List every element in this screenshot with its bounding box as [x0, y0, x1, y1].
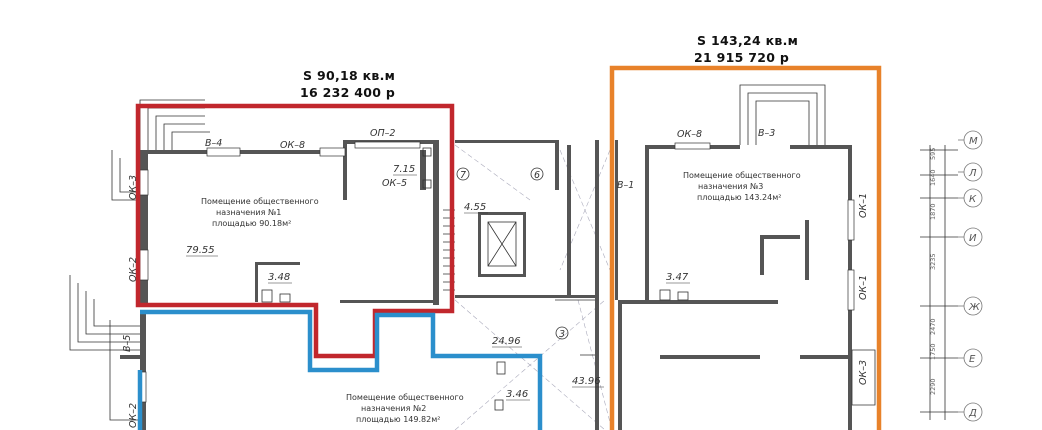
room-number-7: 7	[460, 170, 466, 181]
premise-3-area-caption: S 143,24 кв.м	[697, 33, 799, 48]
premise-1-area-caption: S 90,18 кв.м	[303, 68, 396, 83]
area-79-55: 79.55	[186, 245, 215, 256]
premise-3-price-caption: 21 915 720 р	[694, 50, 790, 65]
axis-label-0: М	[969, 136, 978, 147]
premise-2-title-line2: назначения №2	[361, 404, 426, 413]
dimension-label-1: 1640	[929, 169, 937, 186]
area-3-46: 3.46	[506, 389, 528, 400]
area-43-96: 43.96	[572, 376, 601, 387]
tag-ok3-left: ОК–3	[128, 175, 139, 200]
premise-3-title-line3: площадью 143.24м²	[697, 193, 781, 202]
area-24-96: 24.96	[492, 336, 521, 347]
premise-2-title-line3: площадью 149.82м²	[356, 415, 440, 424]
tag-ok1-upper: ОК–1	[858, 193, 869, 218]
premise-3-title-line1: Помещение общественного	[683, 171, 801, 180]
premise-3-title-line2: назначения №3	[698, 182, 763, 191]
area-3-48: 3.48	[268, 272, 290, 283]
area-3-47: 3.47	[666, 272, 689, 283]
premise-2-title-line1: Помещение общественного	[346, 393, 464, 402]
tag-ok2-left-upper: ОК–2	[128, 257, 139, 282]
axis-label-6: Д	[968, 408, 977, 419]
dimension-label-2: 1870	[929, 203, 937, 220]
tag-ok2-left-lower: ОК–2	[128, 403, 139, 428]
room-number-markers	[456, 167, 569, 340]
axis-label-1: Л	[968, 168, 977, 179]
axis-label-4: Ж	[968, 302, 981, 313]
area-7-15: 7.15	[393, 164, 415, 175]
premise-1-title-line1: Помещение общественного	[201, 197, 319, 206]
premise-1-title-line3: площадью 90.18м²	[212, 219, 291, 228]
premise-2-outline	[137, 309, 543, 430]
axis-label-2: К	[969, 194, 977, 205]
walls	[120, 140, 852, 430]
room-number-6: 6	[534, 170, 540, 181]
tag-v3: В–3	[758, 128, 775, 139]
axis-markers: М Л К И Ж Е Д	[958, 130, 983, 422]
tag-ok3-right: ОК–3	[858, 360, 869, 385]
area-4-55: 4.55	[464, 202, 486, 213]
room-areas: 79.55 7.15 3.48 4.55 24.96 3.46 43.96 3.…	[186, 164, 690, 401]
axis-label-5: Е	[969, 354, 976, 365]
tag-op2: ОП–2	[370, 128, 395, 139]
tag-ok8-right: ОК–8	[677, 129, 702, 140]
axis-label-3: И	[969, 233, 977, 244]
dimension-label-0: 595	[929, 148, 937, 160]
room-number-3: 3	[559, 329, 565, 340]
premise-1-price-caption: 16 232 400 р	[300, 85, 396, 100]
premise-1-title-line2: назначения №1	[216, 208, 281, 217]
dimension-label-5: 1750	[929, 343, 937, 360]
dimension-label-3: 3235	[929, 253, 937, 270]
tag-v1: В–1	[617, 180, 634, 191]
dimension-labels: 595 1640 1870 3235 2470 1750 2290	[929, 148, 937, 395]
tag-ok8-left: ОК–8	[280, 140, 305, 151]
premise-3-outline	[609, 65, 882, 430]
dimension-label-4: 2470	[929, 318, 937, 335]
tag-ok5: ОК–5	[382, 178, 407, 189]
tag-v5: В–5	[122, 335, 133, 352]
tag-v4: В–4	[205, 138, 222, 149]
dimension-label-6: 2290	[929, 378, 937, 395]
tag-ok1-lower: ОК–1	[858, 275, 869, 300]
